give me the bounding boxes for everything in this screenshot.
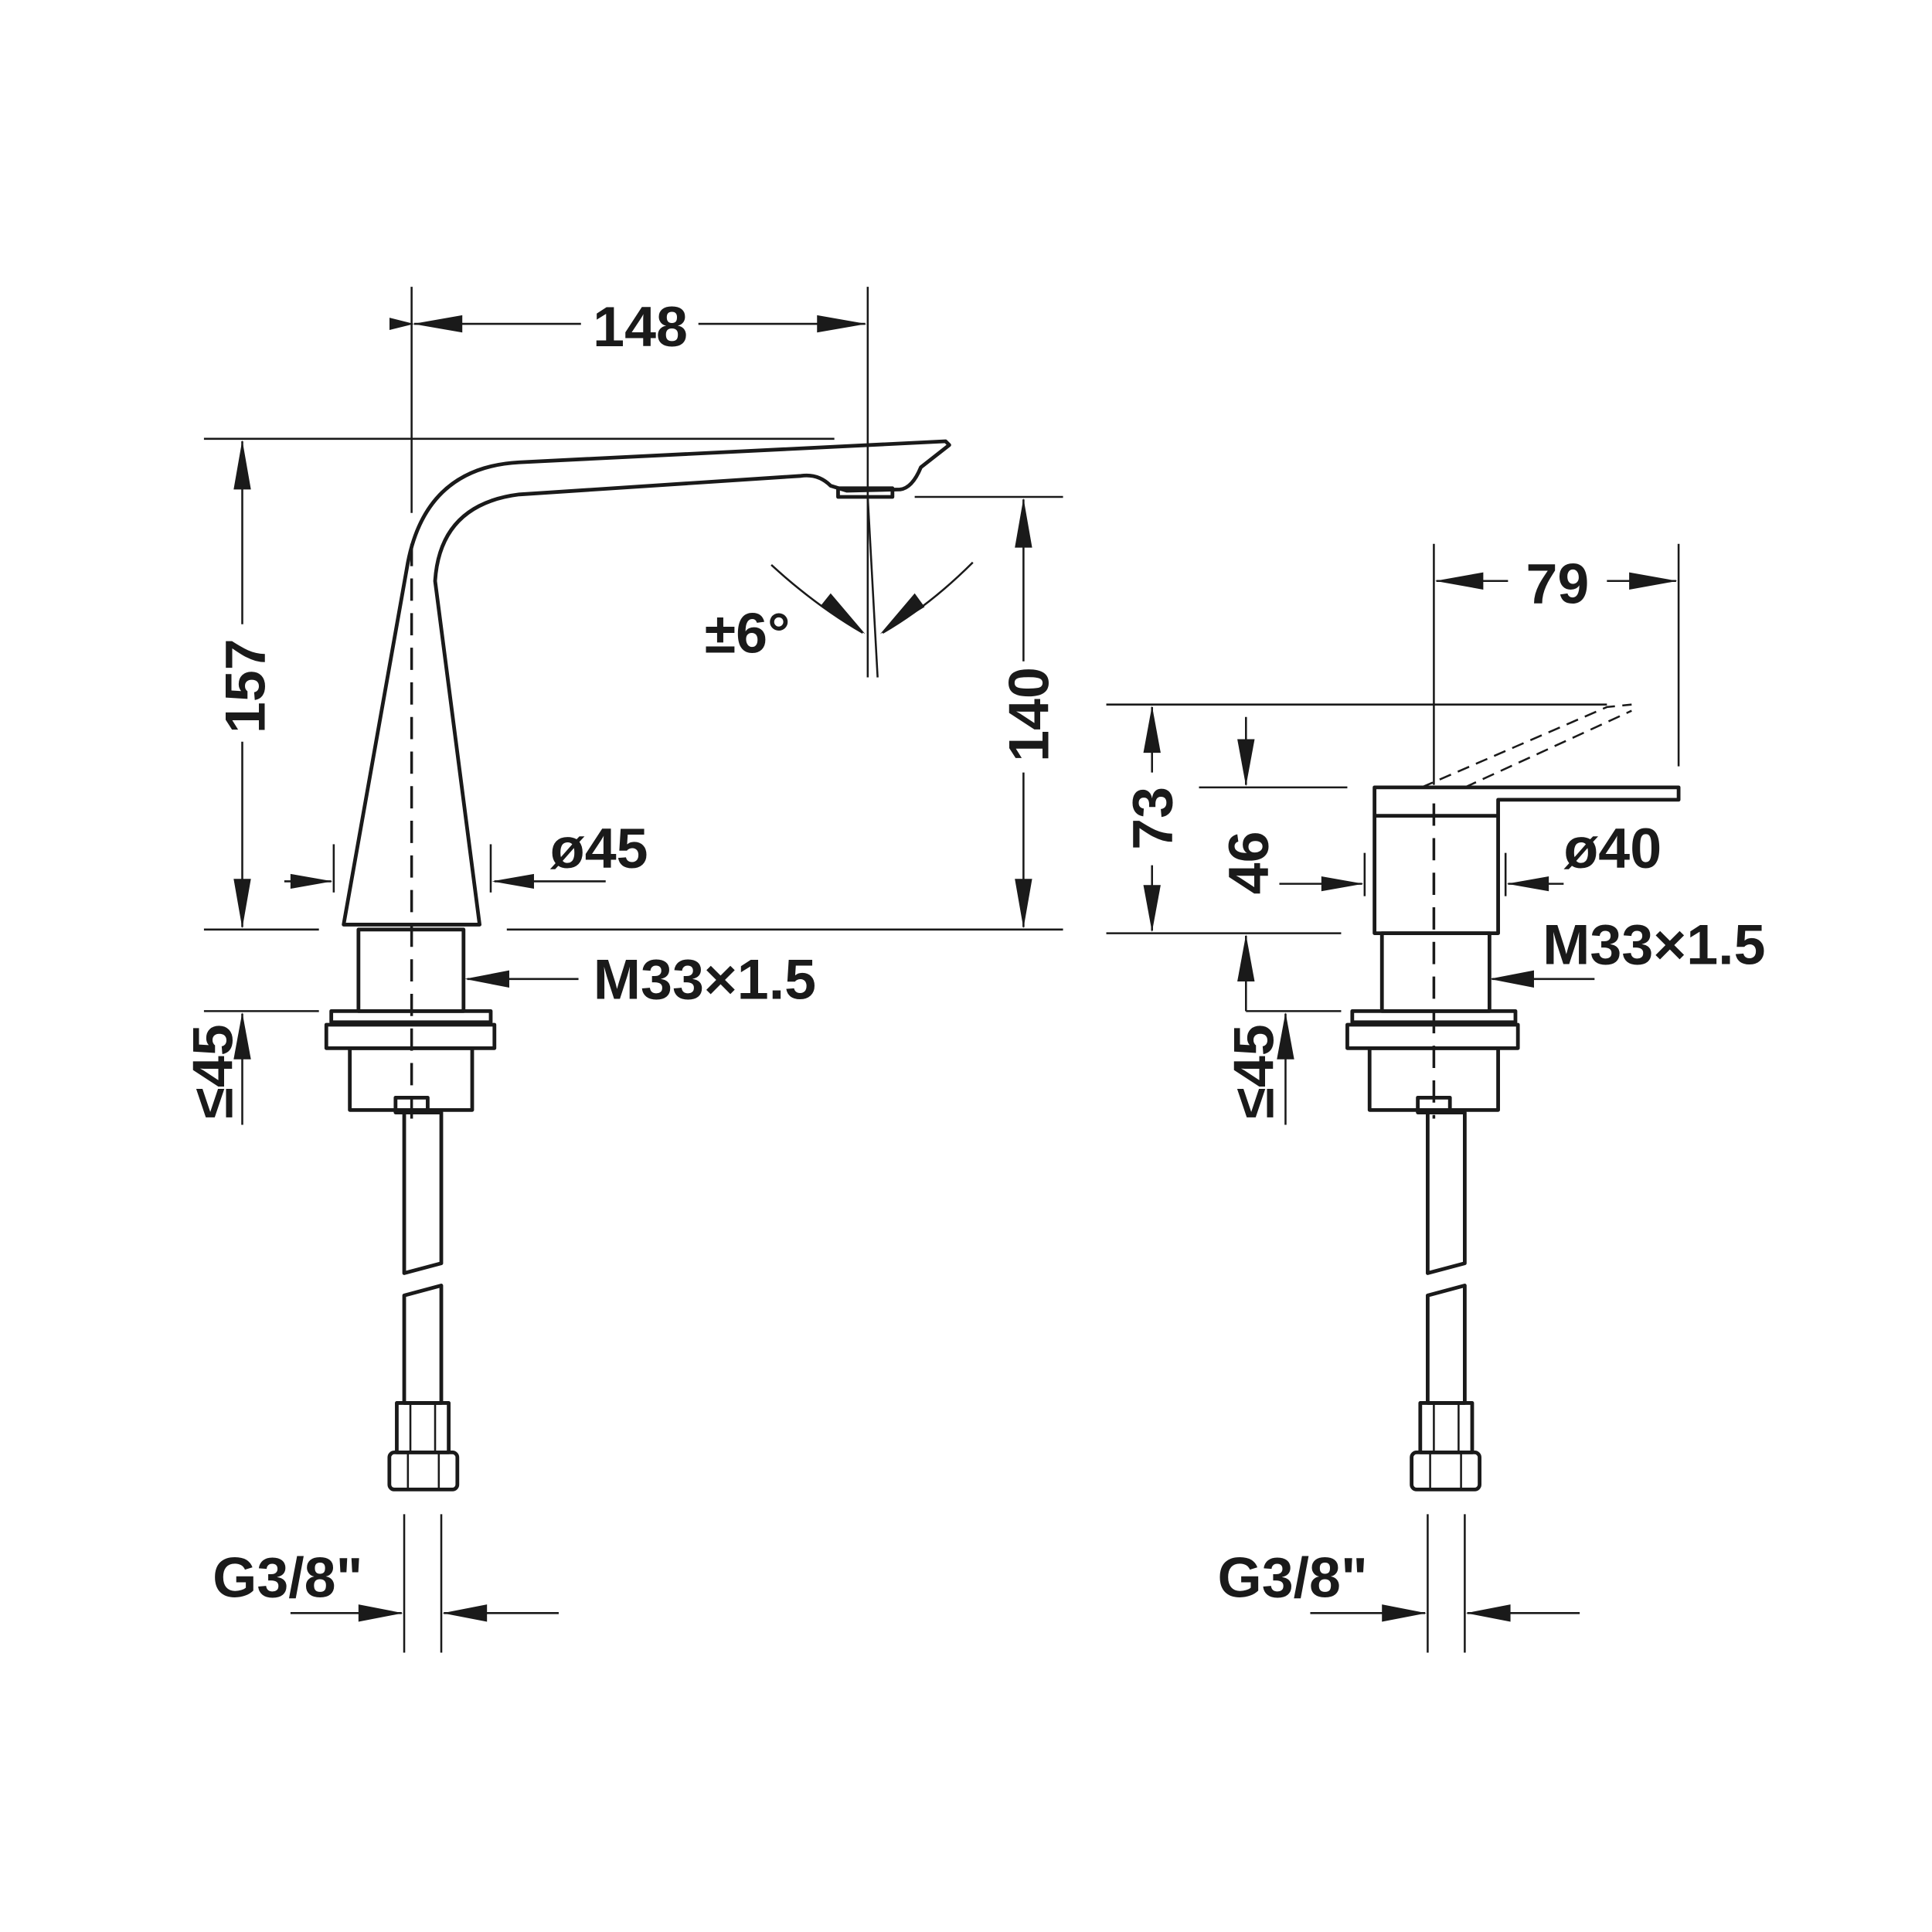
dimension-max-deck: ≤45: [1221, 1012, 1294, 1125]
dimension-diameter-40: ø40: [1279, 816, 1662, 896]
dimension-width-79: 79: [1435, 543, 1680, 767]
dimension-height-73: 73: [1106, 703, 1607, 934]
diameter-label: ø40: [1563, 816, 1662, 880]
connection-label: G3/8": [213, 1546, 362, 1610]
dimension-angle: ±6°: [705, 561, 974, 665]
dimension-height-157: 157: [203, 437, 835, 931]
dimension-thread: M33×1.5: [1489, 913, 1765, 988]
dimension-max-deck: ≤45: [181, 1010, 319, 1125]
max-deck-label: ≤45: [1221, 1024, 1285, 1118]
supply-hose: [387, 1111, 460, 1492]
dimension-outlet-height-140: 140: [506, 495, 1063, 931]
supply-hose: [1410, 1111, 1481, 1492]
mixer-handle-view: 79 73 46 ø40 M33×1.5 ≤45: [1106, 543, 1765, 1653]
dimension-diameter-45: ø45: [284, 816, 648, 893]
dimension-connection: G3/8": [1217, 1514, 1580, 1653]
dimension-width-148: 148: [389, 287, 869, 497]
thread-label: M33×1.5: [1543, 913, 1765, 977]
body-height-label: 46: [1216, 832, 1281, 895]
max-deck-label: ≤45: [181, 1024, 245, 1118]
connection-label: G3/8": [1217, 1546, 1367, 1610]
thread-label: M33×1.5: [594, 947, 816, 1011]
width-label: 148: [593, 294, 688, 359]
height-label: 157: [213, 638, 277, 733]
spout-faucet-view: 148 157 140 ±6° ø45: [181, 287, 1063, 1653]
width-label: 79: [1526, 552, 1589, 616]
dimension-body-height-46: 46: [1199, 716, 1348, 1012]
angle-label: ±6°: [705, 601, 791, 665]
height-label: 73: [1120, 787, 1184, 850]
dimension-connection: G3/8": [213, 1514, 559, 1653]
outlet-height-label: 140: [996, 667, 1060, 762]
handle-mount: [1345, 931, 1520, 1114]
diameter-label: ø45: [550, 816, 648, 880]
spout-body: [342, 439, 951, 927]
dimension-thread: M33×1.5: [464, 947, 816, 1011]
